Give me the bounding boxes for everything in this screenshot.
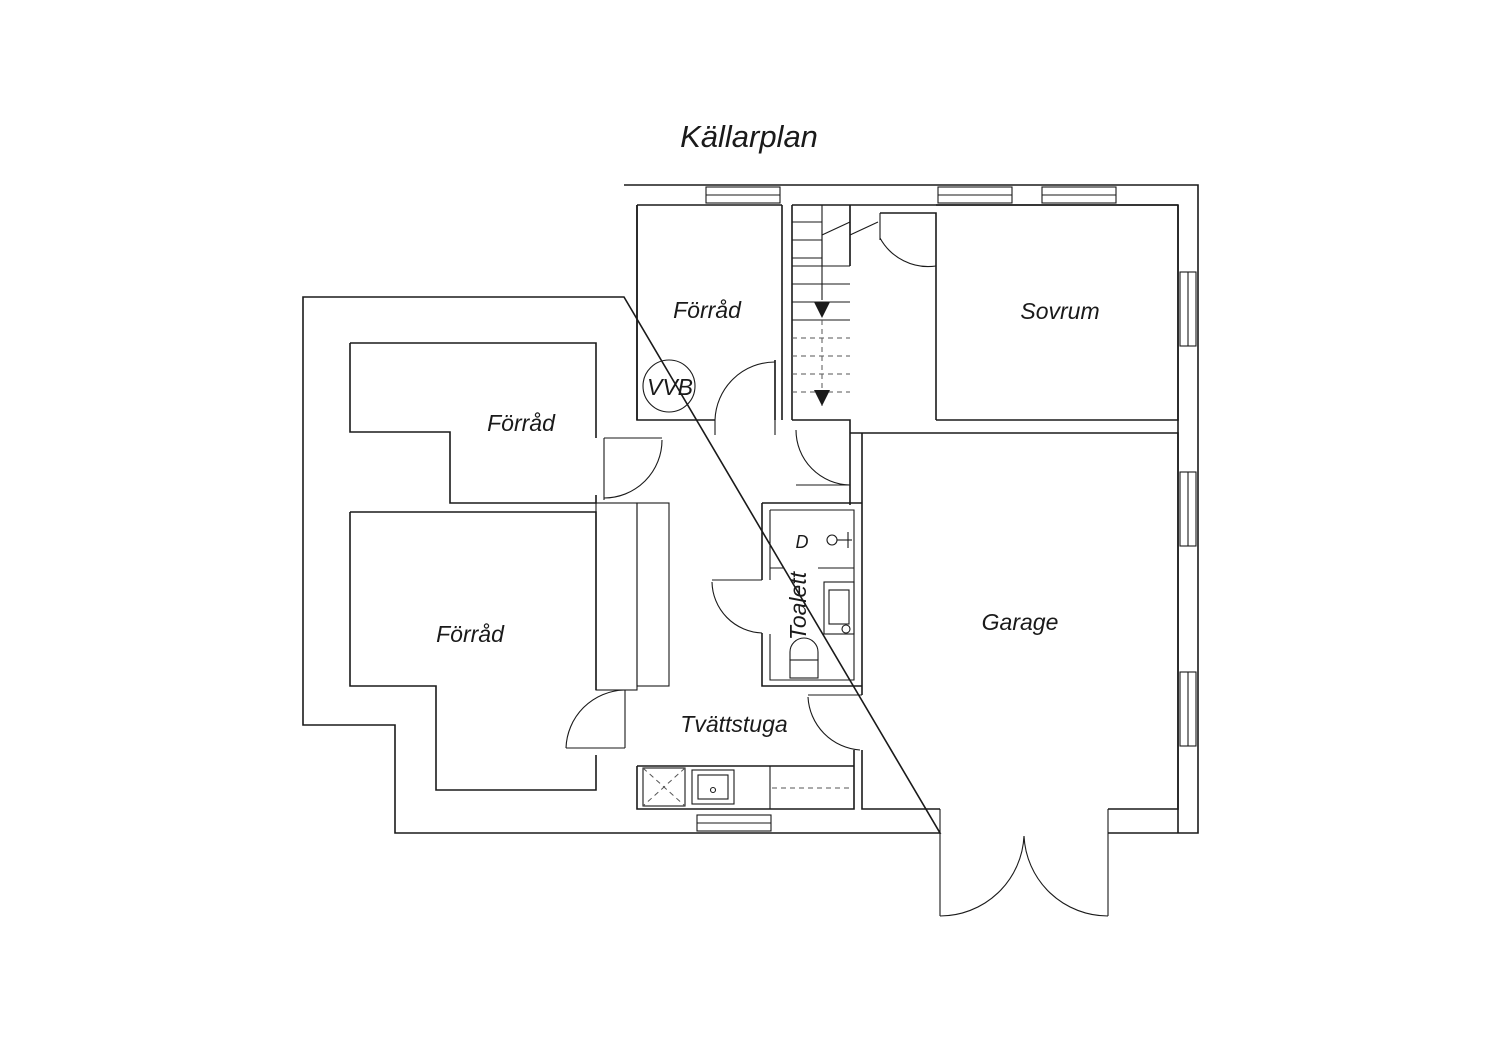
door-forrad-bottom: [565, 689, 626, 749]
door-stair: [795, 429, 851, 486]
stair-walls: [792, 419, 862, 505]
door-toalett: [711, 579, 763, 634]
vvb-tank: [642, 359, 696, 413]
forrad-bottom-walls: [349, 511, 597, 791]
washer-icon: [642, 767, 686, 807]
toalett-walls: [761, 502, 862, 687]
stair-arrow-1: [814, 302, 830, 318]
room-label-forrad-left: Förråd: [487, 410, 556, 436]
door-forrad-top: [714, 360, 776, 435]
door-forrad-left: [603, 437, 663, 500]
staircase: [792, 204, 879, 410]
garage-walls: [861, 432, 1179, 810]
shower-icon: [826, 532, 852, 548]
plan-title: Källarplan: [680, 119, 818, 154]
forrad-left-walls: [349, 342, 597, 504]
room-label-tvattstuga: Tvättstuga: [680, 711, 787, 737]
tvattstuga-walls: [636, 750, 855, 810]
window-top-3: [1041, 186, 1117, 204]
room-label-forrad-top: Förråd: [673, 297, 742, 323]
room-label-garage: Garage: [982, 609, 1059, 635]
window-right-1: [1179, 271, 1197, 347]
window-right-2: [1179, 471, 1197, 547]
garage-door: [939, 809, 1109, 917]
sovrum-walls: [936, 204, 1179, 421]
room-label-forrad-bottom: Förråd: [436, 621, 505, 647]
toalett-inner: [769, 509, 855, 681]
room-label-toalett: Toalett: [785, 570, 811, 640]
window-top-2: [937, 186, 1013, 204]
shower-label: D: [796, 532, 809, 552]
window-right-3: [1179, 671, 1197, 747]
window-bottom: [696, 814, 772, 832]
shelf-unit: [595, 502, 670, 691]
door-sovrum: [879, 213, 937, 268]
sink-icon: [823, 581, 855, 635]
window-top-1: [705, 186, 781, 204]
stair-arrow-2: [814, 390, 830, 406]
room-label-sovrum: Sovrum: [1020, 298, 1099, 324]
door-garage: [807, 694, 862, 751]
outer-wall: [302, 184, 1199, 834]
toilet-icon: [789, 637, 819, 679]
laundry-sink-icon: [691, 769, 735, 805]
vvb-label: VVB: [647, 374, 693, 400]
